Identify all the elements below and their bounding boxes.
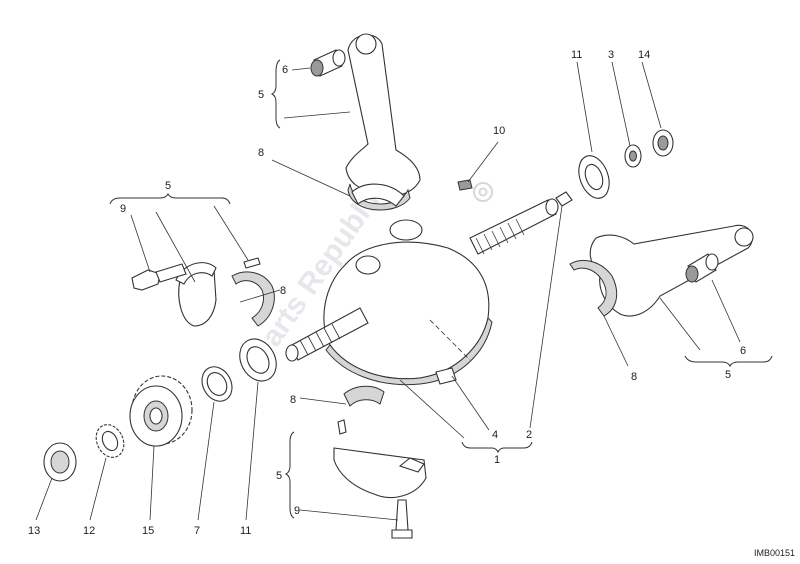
connecting-rod-right: [569, 224, 754, 317]
label-8-bottom: 8: [290, 394, 296, 406]
rod-cap-left: [175, 262, 217, 327]
label-7: 7: [194, 525, 200, 537]
label-8-left: 8: [280, 285, 286, 297]
leader-lines: [35, 61, 741, 521]
label-9-left: 9: [120, 203, 126, 215]
gear-icon: [473, 182, 493, 202]
dowel-pin-left: [243, 257, 261, 269]
label-14: 14: [638, 49, 650, 61]
bearing-shell-bottom: [343, 385, 385, 407]
label-9-bottom: 9: [294, 505, 300, 517]
plug-2: [555, 191, 573, 207]
key-10: [457, 179, 473, 191]
spacer-ring: [201, 366, 233, 402]
label-11-bottom: 11: [240, 525, 251, 537]
lock-washer: [95, 424, 125, 458]
label-6-upper: 6: [282, 64, 288, 76]
small-end-bushing-upper: [310, 49, 346, 77]
thrust-washer-front: [239, 338, 277, 382]
ring-nut: [43, 442, 77, 482]
label-2: 2: [526, 429, 532, 441]
brackets: [109, 59, 773, 519]
label-15: 15: [142, 525, 154, 537]
label-13: 13: [28, 525, 40, 537]
label-5-left: 5: [165, 180, 171, 192]
connecting-rod-upper: [345, 33, 421, 211]
washer-3: [624, 144, 642, 168]
rod-cap-bottom: [333, 447, 427, 498]
label-6-right: 6: [740, 345, 746, 357]
label-12: 12: [83, 525, 95, 537]
rod-bolt-left: [131, 263, 187, 291]
label-5-right: 5: [725, 369, 731, 381]
bearing-shell-left: [231, 271, 275, 327]
nut-14: [652, 129, 674, 157]
label-4: 4: [492, 429, 498, 441]
label-8-upper: 8: [258, 147, 264, 159]
drawing-code: IMB00151: [754, 548, 795, 558]
crankshaft: [285, 198, 559, 386]
callout-labels: 6 5 8 5 9 8 10 11 3 14 6 8 5 4 2 1 8 5 9…: [28, 49, 746, 537]
label-3: 3: [608, 49, 614, 61]
label-10: 10: [493, 125, 505, 137]
rod-bolt-bottom: [391, 499, 413, 539]
label-1: 1: [494, 454, 500, 466]
small-end-bushing-right: [685, 253, 719, 283]
label-5-bottom: 5: [276, 470, 282, 482]
timing-gear: [129, 375, 193, 447]
label-8-right: 8: [631, 371, 637, 383]
label-11-right: 11: [571, 49, 582, 61]
plug-4: [435, 367, 457, 385]
dowel-pin-bottom: [337, 419, 347, 435]
label-5-upper: 5: [258, 89, 264, 101]
thrust-washer-rear: [578, 155, 610, 199]
